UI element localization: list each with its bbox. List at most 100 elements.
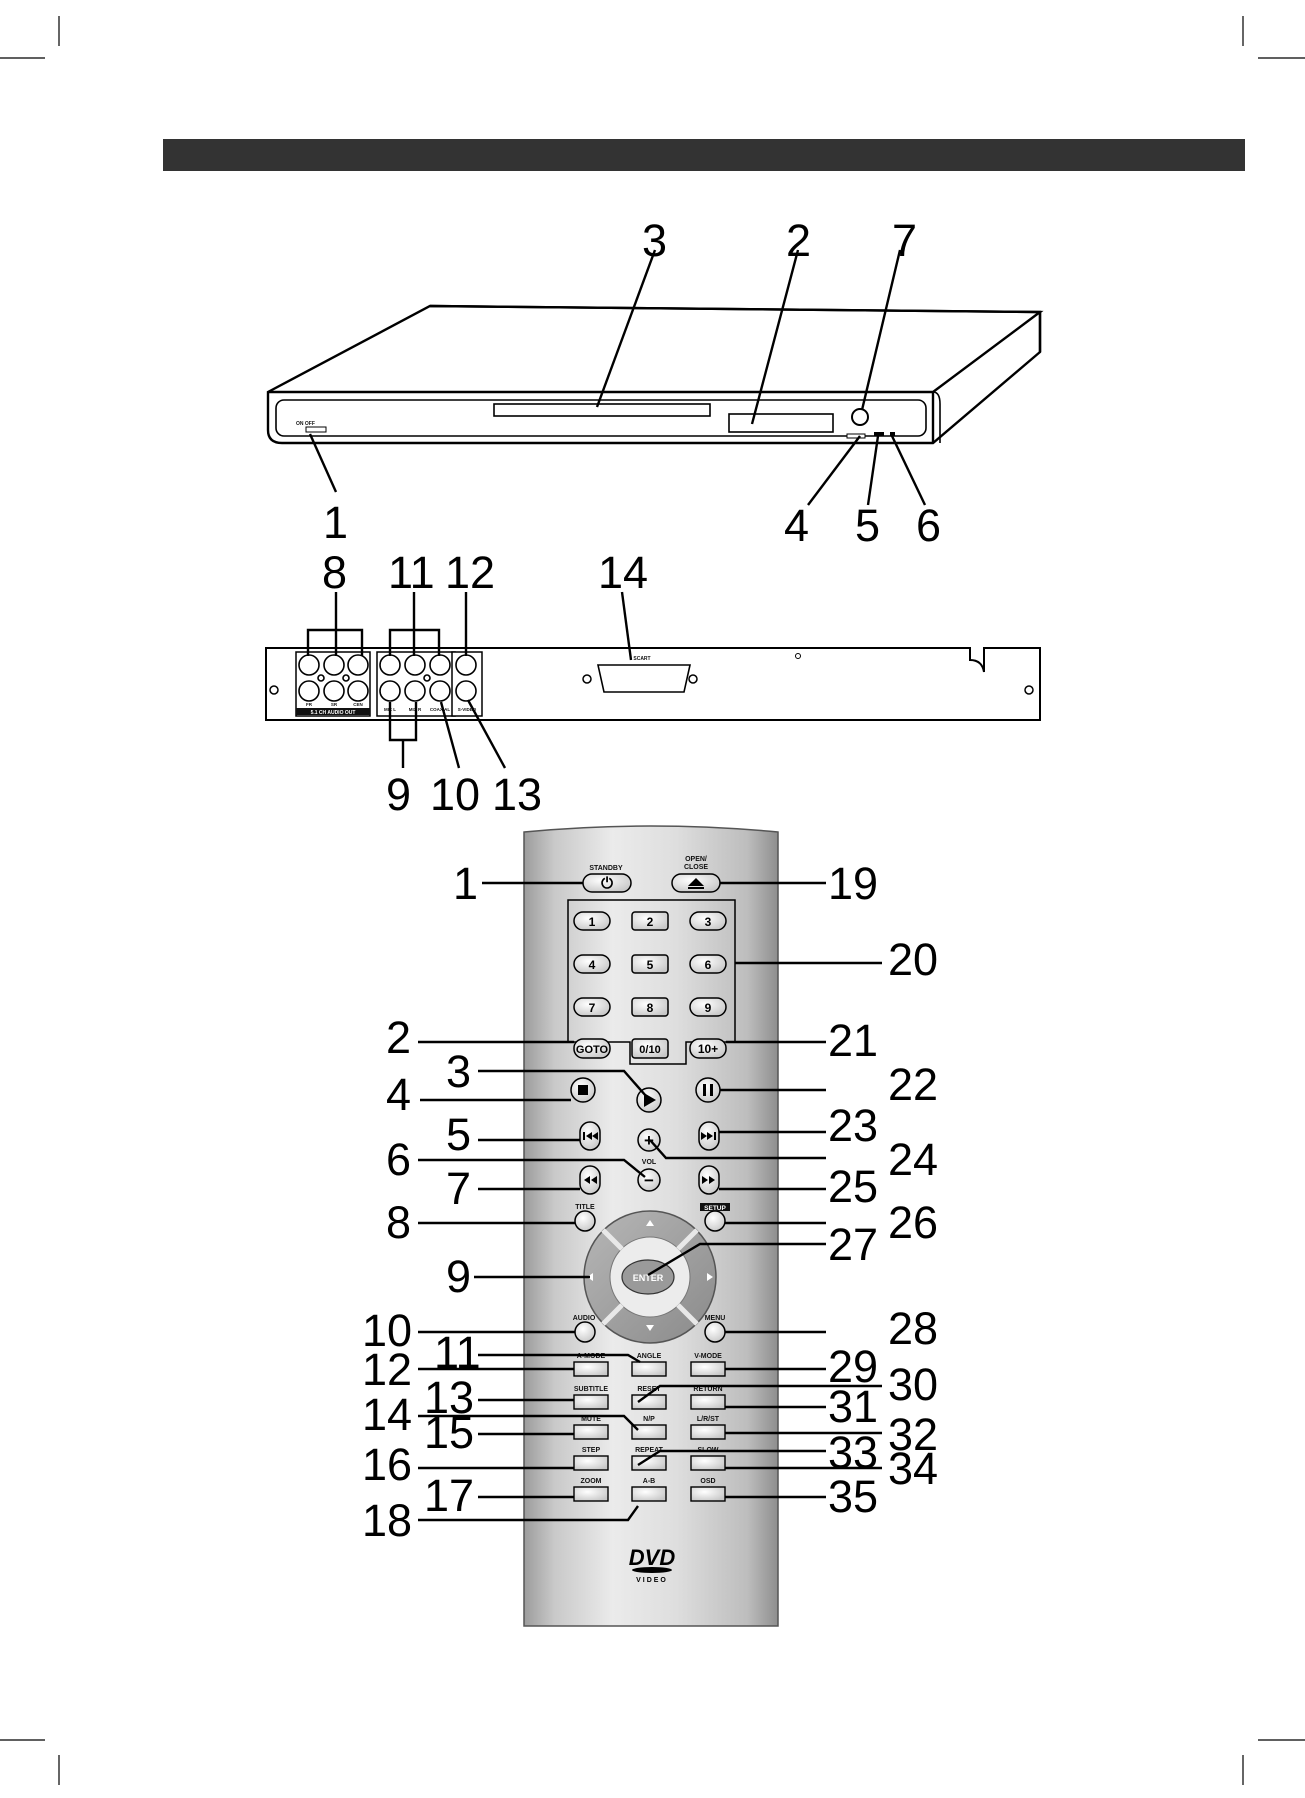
fast-forward-icon — [702, 1176, 715, 1184]
label-osd: OSD — [700, 1478, 715, 1485]
front-callouts: 3 2 7 1 4 5 6 — [323, 215, 941, 551]
label-cen: CEN — [353, 702, 363, 707]
label-audio: AUDIO — [573, 1315, 596, 1322]
label-open: OPEN/ — [685, 856, 707, 863]
label-audio-out: 5.1 CH AUDIO OUT — [311, 710, 356, 716]
callout-rm31: 31 — [828, 1381, 878, 1432]
label-menu: MENU — [705, 1315, 726, 1322]
remote-callout-lines — [418, 881, 882, 1522]
label-vol: VOL — [642, 1159, 657, 1166]
callout-f7: 7 — [892, 215, 917, 266]
callout-rm23: 23 — [828, 1100, 878, 1151]
callout-f5: 5 — [855, 500, 880, 551]
callout-f4: 4 — [784, 500, 809, 551]
rear-callouts: 8 11 12 14 9 10 13 — [322, 547, 648, 820]
callout-rm9: 9 — [446, 1251, 471, 1302]
callout-rm17: 17 — [424, 1470, 474, 1521]
label-vmode: V-MODE — [694, 1353, 722, 1360]
callout-rm1: 1 — [453, 858, 478, 909]
stop-icon — [578, 1085, 588, 1095]
callout-rm26: 26 — [888, 1197, 938, 1248]
callout-rm35: 35 — [828, 1471, 878, 1522]
callout-rm6: 6 — [386, 1134, 411, 1185]
svg-text:DVD: DVD — [629, 1545, 676, 1570]
power-switch-label: ON OFF — [296, 421, 315, 427]
power-switch — [305, 426, 327, 433]
down-arrow-icon — [646, 1325, 654, 1331]
header-bar — [163, 139, 1245, 171]
callout-rm19: 19 — [828, 858, 878, 909]
callout-rm4: 4 — [386, 1069, 411, 1120]
label-scart: SCART — [633, 656, 650, 662]
key-enter: ENTER — [633, 1273, 664, 1283]
key-8: 8 — [647, 1001, 654, 1015]
callout-rm11: 11 — [434, 1327, 481, 1378]
callout-rm14: 14 — [362, 1389, 412, 1440]
key-0-10: 0/10 — [639, 1044, 660, 1056]
key-goto: GOTO — [576, 1044, 609, 1056]
next-icon — [701, 1132, 716, 1140]
disc-tray-slot — [493, 403, 711, 417]
label-fr: FR — [306, 702, 313, 707]
label-lrst: L/R/ST — [697, 1416, 720, 1423]
callout-rm30: 30 — [888, 1359, 938, 1410]
label-setup: SETUP — [704, 1205, 726, 1212]
callout-r10: 10 — [430, 769, 480, 820]
callout-rm28: 28 — [888, 1303, 938, 1354]
label-subtitle: SUBTITLE — [574, 1386, 609, 1393]
callout-f2: 2 — [786, 215, 811, 266]
label-mute: MUTE — [581, 1416, 601, 1423]
callout-r13: 13 — [492, 769, 542, 820]
label-np: N/P — [643, 1416, 655, 1423]
callout-rm15: 15 — [424, 1407, 474, 1458]
up-arrow-icon — [646, 1220, 654, 1226]
vol-plus-icon: + — [644, 1131, 654, 1150]
callout-r12: 12 — [445, 547, 495, 598]
power-icon: ⏻ — [601, 875, 613, 892]
prev-icon — [583, 1132, 598, 1140]
label-sr: SR — [331, 702, 338, 707]
crop-marks — [0, 16, 1305, 1785]
callout-rm32: 32 — [888, 1409, 938, 1460]
callout-rm20: 20 — [888, 934, 938, 985]
svg-text:VIDEO: VIDEO — [636, 1577, 668, 1584]
label-zoom: ZOOM — [581, 1478, 602, 1485]
callout-rm25: 25 — [828, 1161, 878, 1212]
callout-r11: 11 — [388, 547, 435, 598]
front-panel: ON OFF — [266, 249, 1044, 506]
label-reset: RESET — [637, 1386, 661, 1393]
callout-r9: 9 — [386, 769, 411, 820]
key-6: 6 — [705, 958, 712, 972]
callout-f1: 1 — [323, 497, 348, 548]
label-return: RETURN — [693, 1386, 722, 1393]
callout-rm33: 33 — [828, 1427, 878, 1478]
label-ab: A-B — [643, 1478, 655, 1485]
label-standby: STANDBY — [589, 865, 623, 872]
callout-rm13: 13 — [424, 1372, 474, 1423]
callout-rm24: 24 — [888, 1134, 938, 1185]
label-angle: ANGLE — [637, 1353, 662, 1360]
callout-rm12: 12 — [362, 1344, 412, 1395]
callout-rm18: 18 — [362, 1495, 412, 1546]
key-2: 2 — [647, 915, 654, 929]
callout-rm34: 34 — [888, 1443, 938, 1494]
key-10plus: 10+ — [698, 1042, 718, 1056]
numeric-keypad: 1 2 3 4 5 6 7 8 9 GOTO 0/10 10+ — [573, 911, 727, 1059]
callout-r8: 8 — [322, 547, 347, 598]
callout-rm10: 10 — [362, 1305, 412, 1356]
callout-rm8: 8 — [386, 1197, 411, 1248]
key-7: 7 — [589, 1001, 596, 1015]
callout-rm3: 3 — [446, 1046, 471, 1097]
open-close-button — [851, 408, 869, 426]
vol-minus-icon: − — [644, 1171, 654, 1190]
callout-rm22: 22 — [888, 1059, 938, 1110]
display-window — [728, 413, 834, 433]
right-arrow-icon — [707, 1273, 713, 1281]
label-amode: A-MODE — [577, 1353, 606, 1360]
key-4: 4 — [589, 958, 596, 972]
key-9: 9 — [705, 1001, 712, 1015]
pause-icon — [703, 1084, 706, 1096]
callout-f6: 6 — [916, 500, 941, 551]
key-1: 1 — [589, 915, 596, 929]
callout-rm7: 7 — [446, 1163, 471, 1214]
